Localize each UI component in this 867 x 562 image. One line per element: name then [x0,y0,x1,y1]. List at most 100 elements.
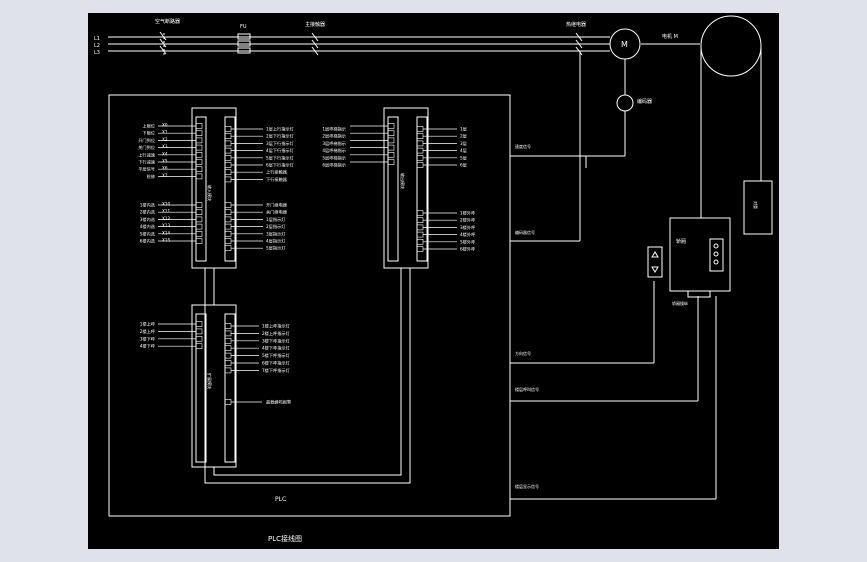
terminal [195,173,203,180]
terminal [195,238,203,244]
input-address: X3 [162,144,168,149]
terminal [416,140,424,147]
output-label: 5楼外呼 [460,238,475,245]
input-address: X11 [162,209,171,214]
input-address: X14 [162,230,171,235]
output-label: 3层 [460,141,467,147]
motor-label: 电机 M [662,33,678,40]
output-label: 1层上行指示灯 [266,126,295,133]
terminal [195,328,203,335]
output-label: 1楼外呼 [460,210,475,217]
terminal [224,147,232,154]
terminal [224,162,232,168]
encoder-signal-label: 编码器信号 [515,229,535,235]
input-label: 6楼内选 [140,238,156,245]
terminal [224,231,232,237]
output-label: 开门继电器 [266,202,288,209]
output-label: 4楼下呼指示灯 [262,345,291,352]
terminal [416,231,424,238]
terminal [224,360,232,366]
terminal [224,155,232,161]
terminal [416,224,424,231]
output-label: 下行接触器 [266,176,288,183]
power-circuit [108,15,773,242]
terminal [224,367,232,374]
terminal [224,399,232,405]
phase-label-l1: L1 [94,36,100,42]
input-label: 开门到位 [138,137,155,144]
input-label: 5楼内选 [140,230,156,237]
input-label: 2楼上呼 [140,328,155,335]
encoder-label: 编码器 [637,98,652,105]
module2-left-label: 3层呼梯指示 [322,140,346,147]
output-label: 上行接触器 [266,169,288,176]
output-label: 6楼下呼指示灯 [262,360,291,367]
terminal [224,323,232,329]
input-address: X0 [162,123,168,128]
terminal [416,162,424,168]
output-label: 3层指示灯 [266,230,286,237]
module2-left-label: 1层呼梯指示 [322,126,346,133]
drawing-sheet: L1 L2 L3 空气断路器 FU 主接触器 热继电器 M 电机 M 编码器 P… [88,13,779,549]
output-module-frame [383,107,429,269]
output-label: 6层下行指示灯 [266,162,295,169]
output-label: 1层指示灯 [266,216,286,223]
terminal [195,159,203,165]
direction-signal-label: 方向信号 [515,350,531,356]
output-label: 3层下行指示灯 [266,140,295,147]
input-address: X7 [162,173,168,178]
input-module-frame [191,107,237,269]
terminal [195,166,203,172]
output-label: 6楼外呼 [460,246,475,253]
car-panel-label: 轿厢操纵 [672,300,688,306]
input-label: 平层信号 [138,166,155,173]
terminal [224,330,232,337]
speed-signal-label: 速度信号 [515,143,531,149]
terminal [224,202,232,208]
input-label: 上行减速 [138,151,156,158]
terminal [416,133,424,139]
input-label: 关门到位 [138,144,155,151]
terminal [224,245,232,251]
terminal [224,238,232,244]
fuse-label: FU [240,24,247,30]
terminal [224,223,232,230]
input-label: 下行减速 [138,159,156,166]
plc-enclosure [108,94,511,517]
motor-symbol: M [621,40,628,49]
terminal [416,210,424,216]
input-label: 1楼内选 [140,202,156,209]
terminal [195,144,203,151]
terminal [416,246,424,252]
output-label: 1楼上呼指示灯 [262,323,291,330]
plc-wiring-diagram: L1 L2 L3 空气断路器 FU 主接触器 热继电器 M 电机 M 编码器 P… [94,15,773,543]
output-label: 5层下行指示灯 [266,154,295,161]
contactor-label: 主接触器 [305,21,325,28]
input-address: X6 [162,166,168,171]
terminal [195,130,203,136]
indicator-signal-label: 楼层显示信号 [515,483,539,489]
terminal [195,231,203,237]
input-label: 4楼下呼 [140,343,155,350]
output-label: 5层 [460,155,467,161]
terminal [195,137,203,144]
output-label: 2层指示灯 [266,223,286,230]
output-label: 2层 [460,134,467,140]
terminal [195,152,203,158]
input-label: 3楼下呼 [140,335,155,342]
terminal [387,144,395,151]
input-label: 3楼内选 [140,216,156,223]
terminal [224,345,232,352]
output-label: 2楼上呼指示灯 [262,330,291,337]
terminal [416,217,424,223]
terminal [387,123,395,129]
terminal [224,352,232,359]
output-label: 1层 [460,127,467,133]
output-label: 4楼外呼 [460,231,475,238]
input-address: X15 [162,238,171,243]
input-label: 2楼内选 [140,209,156,216]
module2-left-label: 2层呼梯指示 [322,133,346,140]
thermal-relay-label: 热继电器 [566,21,586,28]
terminal [224,133,232,139]
